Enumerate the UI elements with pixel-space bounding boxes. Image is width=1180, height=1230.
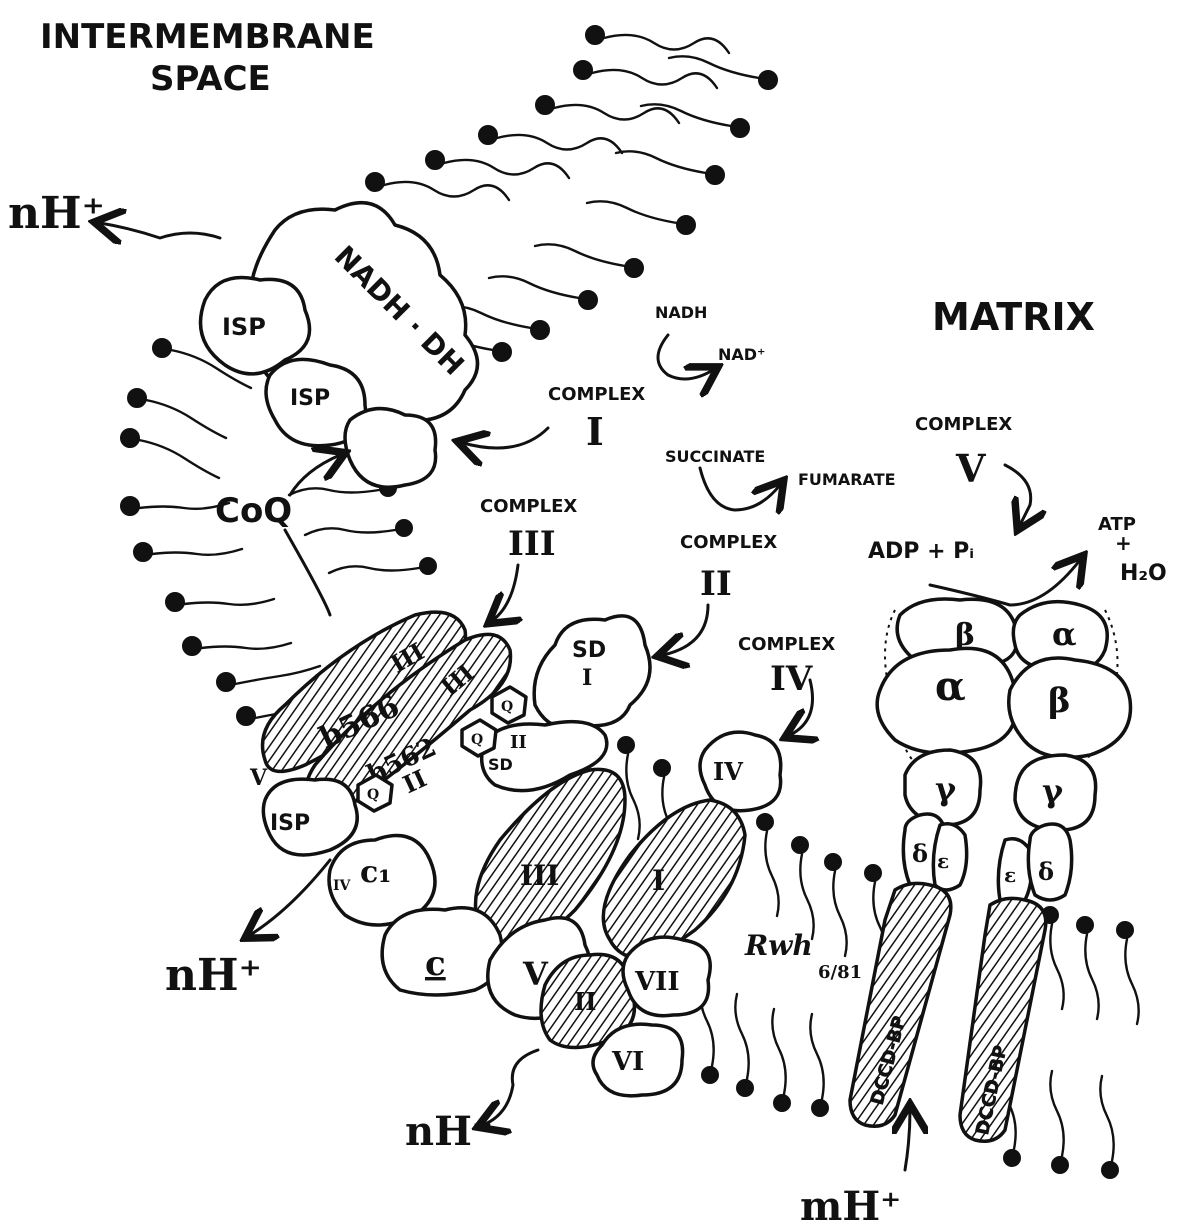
gamma-label-1: γ xyxy=(935,770,957,808)
c1-label: c₁ xyxy=(360,855,391,890)
beta-label-2: β xyxy=(1048,681,1071,721)
gamma-label-2: γ xyxy=(1042,772,1064,810)
nad-label: NAD⁺ xyxy=(718,345,766,364)
sd-label-ii: SD xyxy=(488,755,513,774)
complex-ii-word: COMPLEX xyxy=(680,532,777,553)
lipid-row-outer xyxy=(366,26,729,200)
complex-v-word: COMPLEX xyxy=(915,414,1012,435)
subunit-ii-label: II xyxy=(574,987,596,1016)
subunit-vii-label: VII xyxy=(634,967,680,997)
isp-label-2: ISP xyxy=(290,386,330,411)
dccd-bp-1 xyxy=(850,883,951,1126)
h2o-label: H₂O xyxy=(1120,561,1167,586)
complex-iii-subunit-v: V xyxy=(249,765,268,791)
sd-roman-i: I xyxy=(582,665,592,691)
isp-label-1: ISP xyxy=(222,313,266,341)
subunit-i xyxy=(603,800,745,956)
nadh-arrow xyxy=(658,335,713,379)
complex-i-word: COMPLEX xyxy=(548,384,645,405)
complex-i-lower-subunit xyxy=(345,409,436,488)
epsilon-label-2: ε xyxy=(1004,863,1016,887)
q-label-1: Q xyxy=(367,787,379,803)
isp-label-3: ISP xyxy=(270,811,310,836)
proton-nh-bottom: nH⁺ xyxy=(405,1108,493,1155)
delta-label-2: δ xyxy=(1038,857,1054,886)
sd-label-i: SD xyxy=(572,638,606,663)
subunit-vi-label: VI xyxy=(611,1047,644,1077)
subunit-iv-label: IV xyxy=(713,757,743,786)
succinate-label: SUCCINATE xyxy=(665,447,765,466)
complex-iv-group: IV III I c V II VII VI xyxy=(382,732,781,1096)
complex-iii-subunit-iv: IV xyxy=(333,878,352,894)
proton-nh-left: nH⁺ xyxy=(8,188,105,239)
adp-pi-label: ADP + Pᵢ xyxy=(868,539,974,564)
complex-v-group: β α α β γ γ δ ε ε δ DCCD-BP DCCD-BP xyxy=(850,599,1131,1141)
signature-initials: Rwh xyxy=(744,929,813,962)
complex-v-numeral: V xyxy=(955,446,987,491)
complex-iii-numeral: III xyxy=(508,524,556,564)
subunit-i-label: I xyxy=(652,864,665,897)
complex-v-arrow xyxy=(1005,465,1031,525)
signature-date: 6/81 xyxy=(818,962,862,983)
q-label-2: Q xyxy=(471,732,483,748)
complex-ii-numeral: II xyxy=(700,564,732,604)
complex-i-group: NADH · DH ISP ISP xyxy=(201,203,478,487)
proton-mh-bottom: mH⁺ xyxy=(800,1183,901,1230)
region-intermembrane-line1: INTERMEMBRANE xyxy=(40,17,375,57)
succinate-arrow xyxy=(700,468,780,510)
nh-left-arrow xyxy=(100,223,220,238)
q-label-3: Q xyxy=(501,699,513,715)
nadh-label: NADH xyxy=(655,303,707,322)
fumarate-label: FUMARATE xyxy=(798,470,896,489)
mh-arrow xyxy=(905,1110,910,1170)
alpha-label-1: α xyxy=(1052,615,1077,653)
subunit-iii-label: III xyxy=(520,859,559,892)
proton-nh-lower-left: nH⁺ xyxy=(165,950,262,1001)
complex-i-arrow xyxy=(463,428,548,448)
complex-iv-numeral: IV xyxy=(770,659,813,699)
delta-label-1: δ xyxy=(912,839,928,868)
epsilon-label-1: ε xyxy=(937,849,949,873)
plus-label: + xyxy=(1115,531,1132,555)
complex-iii-group: b566 b562 III III II V ISP c₁ IV Q xyxy=(249,612,511,925)
complex-ii-arrow xyxy=(663,605,708,655)
c-label: c xyxy=(425,944,446,984)
region-matrix: MATRIX xyxy=(932,295,1095,339)
sd-roman-ii: II xyxy=(510,732,527,753)
complex-iv-word: COMPLEX xyxy=(738,634,835,655)
nh-lower-left-arrow xyxy=(250,860,330,935)
region-intermembrane-line2: SPACE xyxy=(150,59,271,99)
complex-i-numeral: I xyxy=(586,409,604,454)
complex-iii-word: COMPLEX xyxy=(480,496,577,517)
dccd-bp-2 xyxy=(960,898,1046,1141)
complex-iii-arrow xyxy=(493,565,518,620)
alpha-label-2: α xyxy=(935,663,966,710)
coq-label: CoQ xyxy=(215,491,292,531)
